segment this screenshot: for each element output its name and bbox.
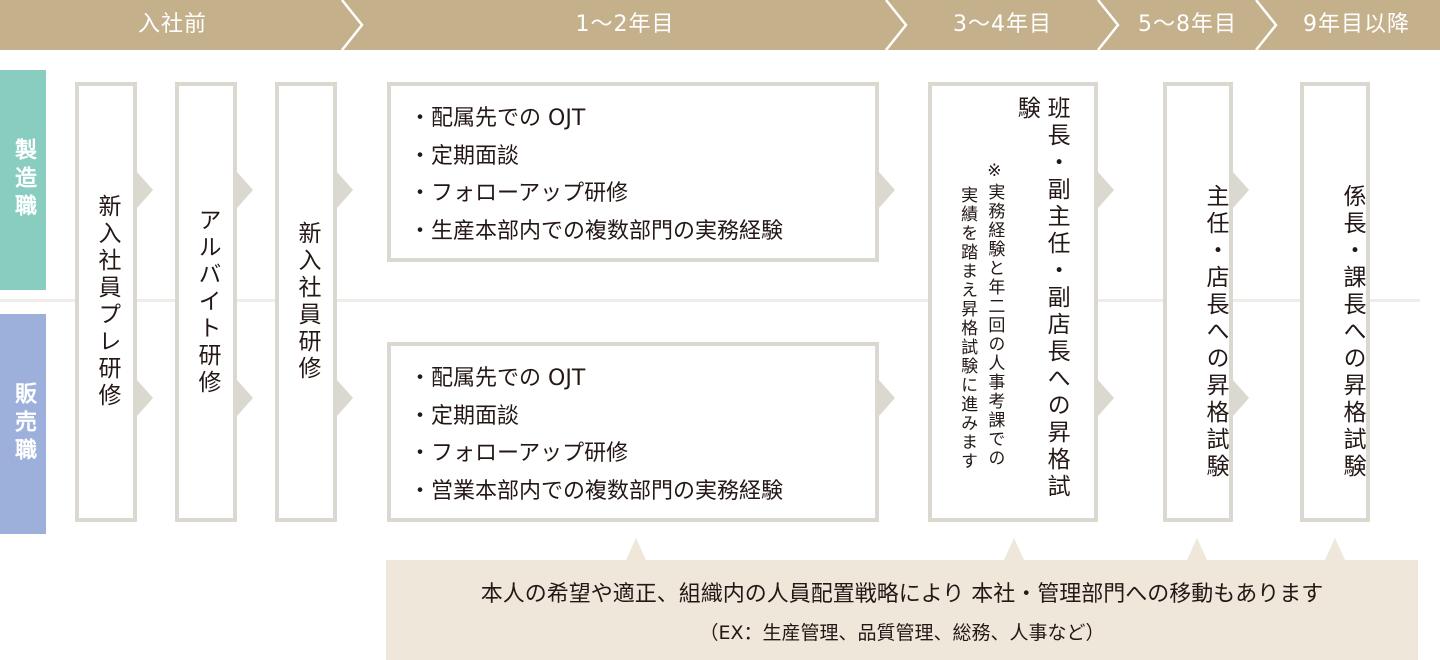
timeline-header — [0, 0, 1440, 50]
step-promotion-exam-3: 係長・課長への昇格試験 — [1300, 82, 1370, 522]
list-item: 配属先での OJT — [409, 100, 857, 138]
stage-year-9-plus: 9年目以降 — [1303, 12, 1410, 37]
step-new-hire-training: 新入社員研修 — [275, 82, 337, 522]
sales-activities: 配属先での OJT 定期面談 フォローアップ研修 営業本部内での複数部門の実務経… — [387, 342, 879, 522]
track-sales: 販売職 — [0, 314, 46, 534]
arrow-icon — [1233, 172, 1249, 208]
arrow-icon — [879, 380, 895, 416]
list-item: 配属先での OJT — [409, 360, 857, 398]
pointer-icon — [1187, 538, 1207, 560]
transfer-note-text: 本人の希望や適正、組織内の人員配置戦略により 本社・管理部門への移動もあります — [480, 582, 1324, 607]
list-item: 営業本部内での複数部門の実務経験 — [409, 473, 857, 511]
stage-year-3-4: 3～4年目 — [953, 12, 1052, 37]
promotion-note: 実績を踏まえ昇格試験に進みます — [957, 185, 978, 471]
transfer-note-examples: （EX：生産管理、品質管理、総務、人事など） — [699, 622, 1105, 644]
list-item: 定期面談 — [409, 398, 857, 436]
list-item: フォローアップ研修 — [409, 175, 857, 213]
arrow-icon — [337, 380, 353, 416]
list-item: フォローアップ研修 — [409, 435, 857, 473]
promotion-title: 班長・副主任・副店長への昇格試験 — [1013, 96, 1070, 501]
pointer-icon — [1004, 538, 1024, 560]
manufacturing-activities: 配属先での OJT 定期面談 フォローアップ研修 生産本部内での複数部門の実務経… — [387, 82, 879, 262]
arrow-icon — [237, 172, 253, 208]
arrow-icon — [137, 380, 153, 416]
promotion-note: ※実務経験と年二回の人事考課での — [984, 160, 1005, 468]
step-part-time-training: アルバイト研修 — [175, 82, 237, 522]
transfer-note: 本人の希望や適正、組織内の人員配置戦略により 本社・管理部門への移動もあります … — [386, 560, 1418, 660]
arrow-icon — [1098, 172, 1114, 208]
track-manufacturing: 製造職 — [0, 70, 46, 290]
step-pre-training: 新入社員プレ研修 — [75, 82, 137, 522]
stage-year-5-8: 5～8年目 — [1138, 12, 1237, 37]
list-item: 生産本部内での複数部門の実務経験 — [409, 213, 857, 251]
pointer-icon — [626, 538, 646, 560]
stage-pre-entry: 入社前 — [137, 12, 207, 37]
step-promotion-exam-2: 主任・店長への昇格試験 — [1163, 82, 1233, 522]
step-promotion-exam-1: 班長・副主任・副店長への昇格試験 ※実務経験と年二回の人事考課での 実績を踏まえ… — [928, 82, 1098, 522]
track-divider — [0, 299, 1420, 302]
arrow-icon — [137, 172, 153, 208]
arrow-icon — [337, 172, 353, 208]
pointer-icon — [1325, 538, 1345, 560]
arrow-icon — [1098, 380, 1114, 416]
arrow-icon — [879, 172, 895, 208]
arrow-icon — [237, 380, 253, 416]
list-item: 定期面談 — [409, 138, 857, 176]
stage-year-1-2: 1～2年目 — [575, 12, 675, 37]
arrow-icon — [1233, 380, 1249, 416]
